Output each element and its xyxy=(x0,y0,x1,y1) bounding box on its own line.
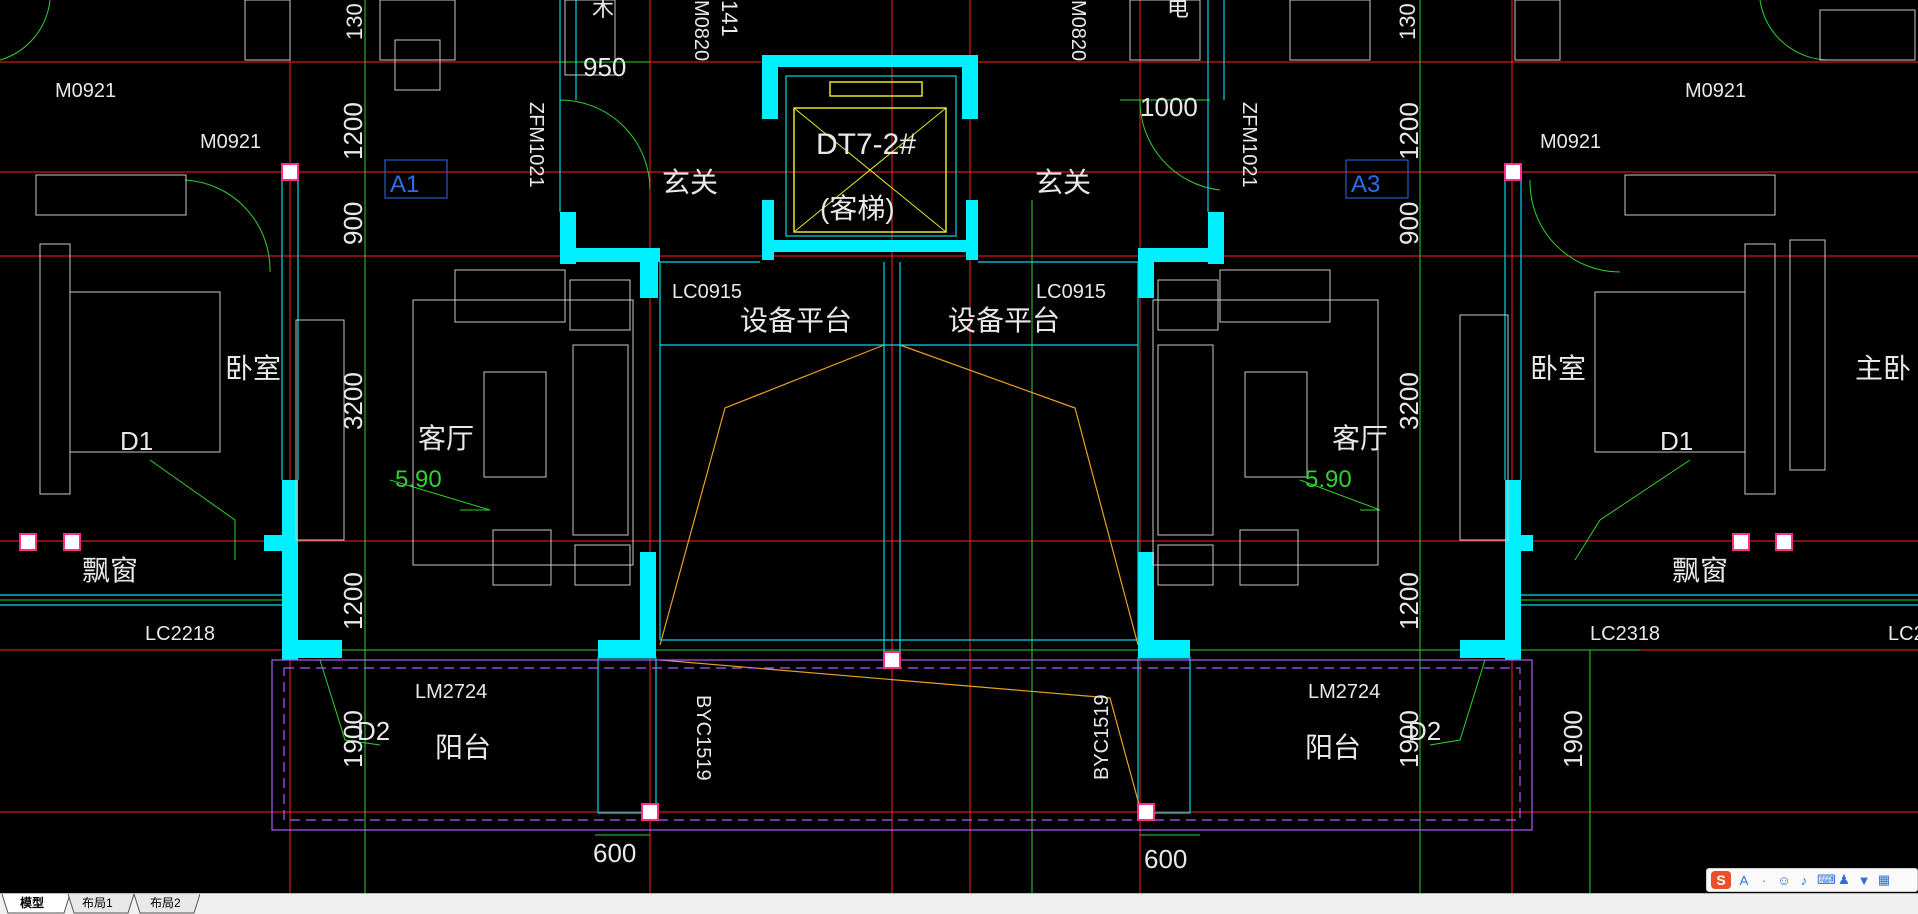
label-dim-130-right: 130 xyxy=(1395,3,1420,40)
tag-m0921-left: M0921 xyxy=(200,131,261,153)
tag-lc0915-right: LC0915 xyxy=(1036,281,1106,303)
room-label-bay-window-right: 飘窗 xyxy=(1672,555,1728,586)
room-label-living-left: 客厅 xyxy=(418,423,474,454)
tag-m0921-top-left: M0921 xyxy=(55,80,116,102)
room-label-entry-right: 玄关 xyxy=(1035,167,1091,198)
dim-1900-far-right: 1900 xyxy=(1558,710,1588,768)
dim-1200-left-bottom: 1200 xyxy=(338,572,368,630)
tag-zfm1021-left: ZFM1021 xyxy=(525,102,547,188)
tag-lm2724-right: LM2724 xyxy=(1308,681,1380,703)
punctuation-icon[interactable]: · xyxy=(1761,872,1767,888)
room-label-bay-window-left: 飘窗 xyxy=(82,555,138,586)
room-label-equipment-right: 设备平台 xyxy=(948,305,1060,336)
dim-1900-right: 1900 xyxy=(1394,710,1424,768)
label-dim-141: 141 xyxy=(717,0,742,37)
dimension-lines xyxy=(0,0,1918,893)
column-markers xyxy=(19,163,1793,821)
elevator-sublabel: (客梯) xyxy=(820,193,895,224)
ime-mode-icon[interactable]: A xyxy=(1739,872,1749,888)
tag-lc2-partial: LC2 xyxy=(1888,623,1918,645)
sogou-logo-icon[interactable]: S xyxy=(1711,871,1731,889)
elevator-label: DT7-2# xyxy=(816,128,916,161)
tag-m0921-right: M0921 xyxy=(1540,131,1601,153)
grid-tag-a3: A3 xyxy=(1351,171,1380,198)
emoji-icon[interactable]: ☺ xyxy=(1777,872,1791,888)
label-wood: 木 xyxy=(592,0,614,21)
room-label-entry-left: 玄关 xyxy=(662,167,718,198)
room-labels: 玄关 玄关 设备平台 设备平台 客厅 客厅 卧室 卧室 主卧 飘窗 飘窗 阳台 … xyxy=(82,167,1911,763)
dim-900-left: 900 xyxy=(338,202,368,245)
tag-lc0915-left: LC0915 xyxy=(672,281,742,303)
tab-shapes xyxy=(1,894,200,914)
tab-model[interactable]: 模型 xyxy=(20,896,45,910)
wall-outlines xyxy=(0,0,1918,814)
dim-1000: 1000 xyxy=(1140,92,1198,122)
cad-drawing-canvas[interactable]: DT7-2# (客梯) xyxy=(0,0,1918,893)
ime-toolbar[interactable]: S A · ☺ ♪ ⌨ ♟ ▼ ▦ xyxy=(1706,868,1918,892)
door-window-tags: M0921 M0921 M0921 M0921 LC0915 LC0915 LC… xyxy=(55,0,1918,781)
room-label-balcony-left: 阳台 xyxy=(435,732,491,763)
label-dim-130-left: 130 xyxy=(342,3,367,40)
skin-icon[interactable]: ▼ xyxy=(1857,872,1871,888)
tag-d2-left: D2 xyxy=(357,716,390,746)
dim-1200-right-top: 1200 xyxy=(1394,102,1424,160)
toolbox-icon[interactable]: ▦ xyxy=(1877,872,1891,887)
balcony-boundary xyxy=(271,659,1533,831)
elevation-labels: 5.90 5.90 xyxy=(395,466,1352,493)
keyboard-icon[interactable]: ⌨ xyxy=(1817,872,1836,887)
dimension-labels: 950 1000 1200 900 3200 1200 1900 1200 90… xyxy=(338,52,1588,874)
tag-zfm1021-right: ZFM1021 xyxy=(1238,102,1260,188)
partial-labels: 木 电 141 130 130 xyxy=(342,0,1420,40)
tag-d1-right: D1 xyxy=(1660,426,1693,456)
room-label-living-right: 客厅 xyxy=(1332,423,1388,454)
dim-3200-right: 3200 xyxy=(1394,372,1424,430)
tab-layout2[interactable]: 布局2 xyxy=(150,896,181,910)
room-label-equipment-left: 设备平台 xyxy=(740,305,852,336)
slope-lines xyxy=(659,344,1141,809)
grid-tags: A1 A3 xyxy=(384,159,1409,199)
tag-lc2218: LC2218 xyxy=(145,623,215,645)
tag-d2-right: D2 xyxy=(1408,716,1441,746)
room-label-master-bedroom: 主卧 xyxy=(1855,353,1911,384)
grid-tag-a1: A1 xyxy=(390,171,419,198)
microphone-icon[interactable]: ♪ xyxy=(1800,872,1808,888)
dim-1200-left-top: 1200 xyxy=(338,102,368,160)
dim-600-right: 600 xyxy=(1144,844,1187,874)
dim-900-right: 900 xyxy=(1394,202,1424,245)
elevation-living-right: 5.90 xyxy=(1305,466,1352,493)
room-label-balcony-right: 阳台 xyxy=(1305,732,1361,763)
dim-1900-left: 1900 xyxy=(338,710,368,768)
label-elec: 电 xyxy=(1167,0,1189,21)
tag-lc2318: LC2318 xyxy=(1590,623,1660,645)
tag-m0820-left: M0820 xyxy=(690,0,712,61)
tag-lm2724-left: LM2724 xyxy=(415,681,487,703)
elevator-shaft[interactable]: DT7-2# (客梯) xyxy=(793,81,947,233)
layout-tab-bar: 模型 布局1 布局2 xyxy=(0,893,1918,914)
tag-byc1519-right: BYC1519 xyxy=(1091,694,1113,780)
dim-950: 950 xyxy=(583,52,626,82)
dim-3200-left: 3200 xyxy=(338,372,368,430)
room-label-bedroom-right: 卧室 xyxy=(1530,353,1586,384)
dim-600-left: 600 xyxy=(593,838,636,868)
walls xyxy=(264,55,1533,660)
tab-layout1[interactable]: 布局1 xyxy=(82,896,113,910)
elevation-living-left: 5.90 xyxy=(395,466,442,493)
tag-m0820-right: M0820 xyxy=(1067,0,1089,61)
tag-byc1519-left: BYC1519 xyxy=(692,695,714,781)
axis-lines xyxy=(0,0,1918,893)
tag-m0921-top-right: M0921 xyxy=(1685,80,1746,102)
tag-d1-left: D1 xyxy=(120,426,153,456)
user-icon[interactable]: ♟ xyxy=(1838,872,1850,887)
room-label-bedroom-left: 卧室 xyxy=(225,353,281,384)
furniture xyxy=(35,0,1916,586)
dim-1200-right-bottom: 1200 xyxy=(1394,572,1424,630)
